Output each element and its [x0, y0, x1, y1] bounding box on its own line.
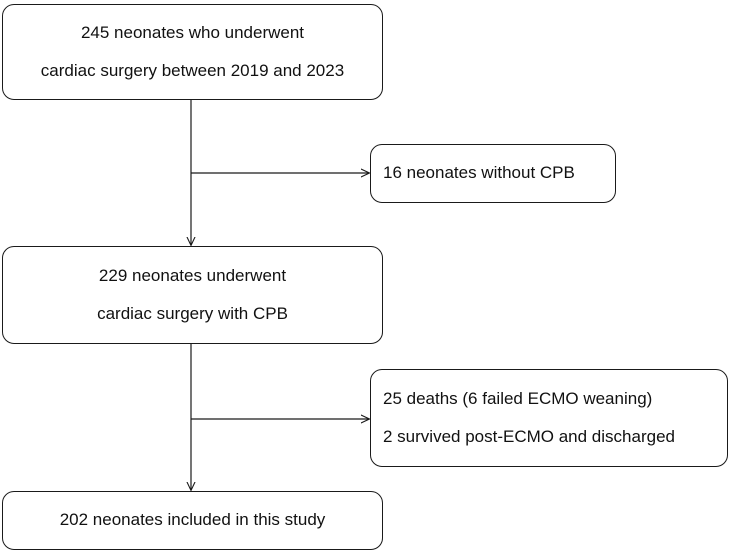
excluded-outcomes-line-2: 2 survived post-ECMO and discharged [383, 427, 675, 446]
excluded-outcomes-box: 25 deaths (6 failed ECMO weaning) 2 surv… [370, 369, 728, 467]
final-cohort-line-1: 202 neonates included in this study [59, 510, 326, 530]
initial-cohort-line-2: cardiac surgery between 2019 and 2023 [40, 61, 345, 80]
cpb-cohort-line-1: 229 neonates underwent [98, 265, 287, 285]
cpb-cohort-box: 229 neonates underwent cardiac surgery w… [2, 246, 383, 344]
excluded-outcomes-line-1: 25 deaths (6 failed ECMO weaning) [383, 388, 653, 408]
initial-cohort-line-1: 245 neonates who underwent [80, 22, 305, 42]
excluded-no-cpb-line-1: 16 neonates without CPB [383, 163, 575, 183]
initial-cohort-box: 245 neonates who underwent cardiac surge… [2, 4, 383, 100]
excluded-no-cpb-box: 16 neonates without CPB [370, 144, 616, 203]
final-cohort-box: 202 neonates included in this study [2, 491, 383, 550]
cpb-cohort-line-2: cardiac surgery with CPB [97, 304, 288, 323]
